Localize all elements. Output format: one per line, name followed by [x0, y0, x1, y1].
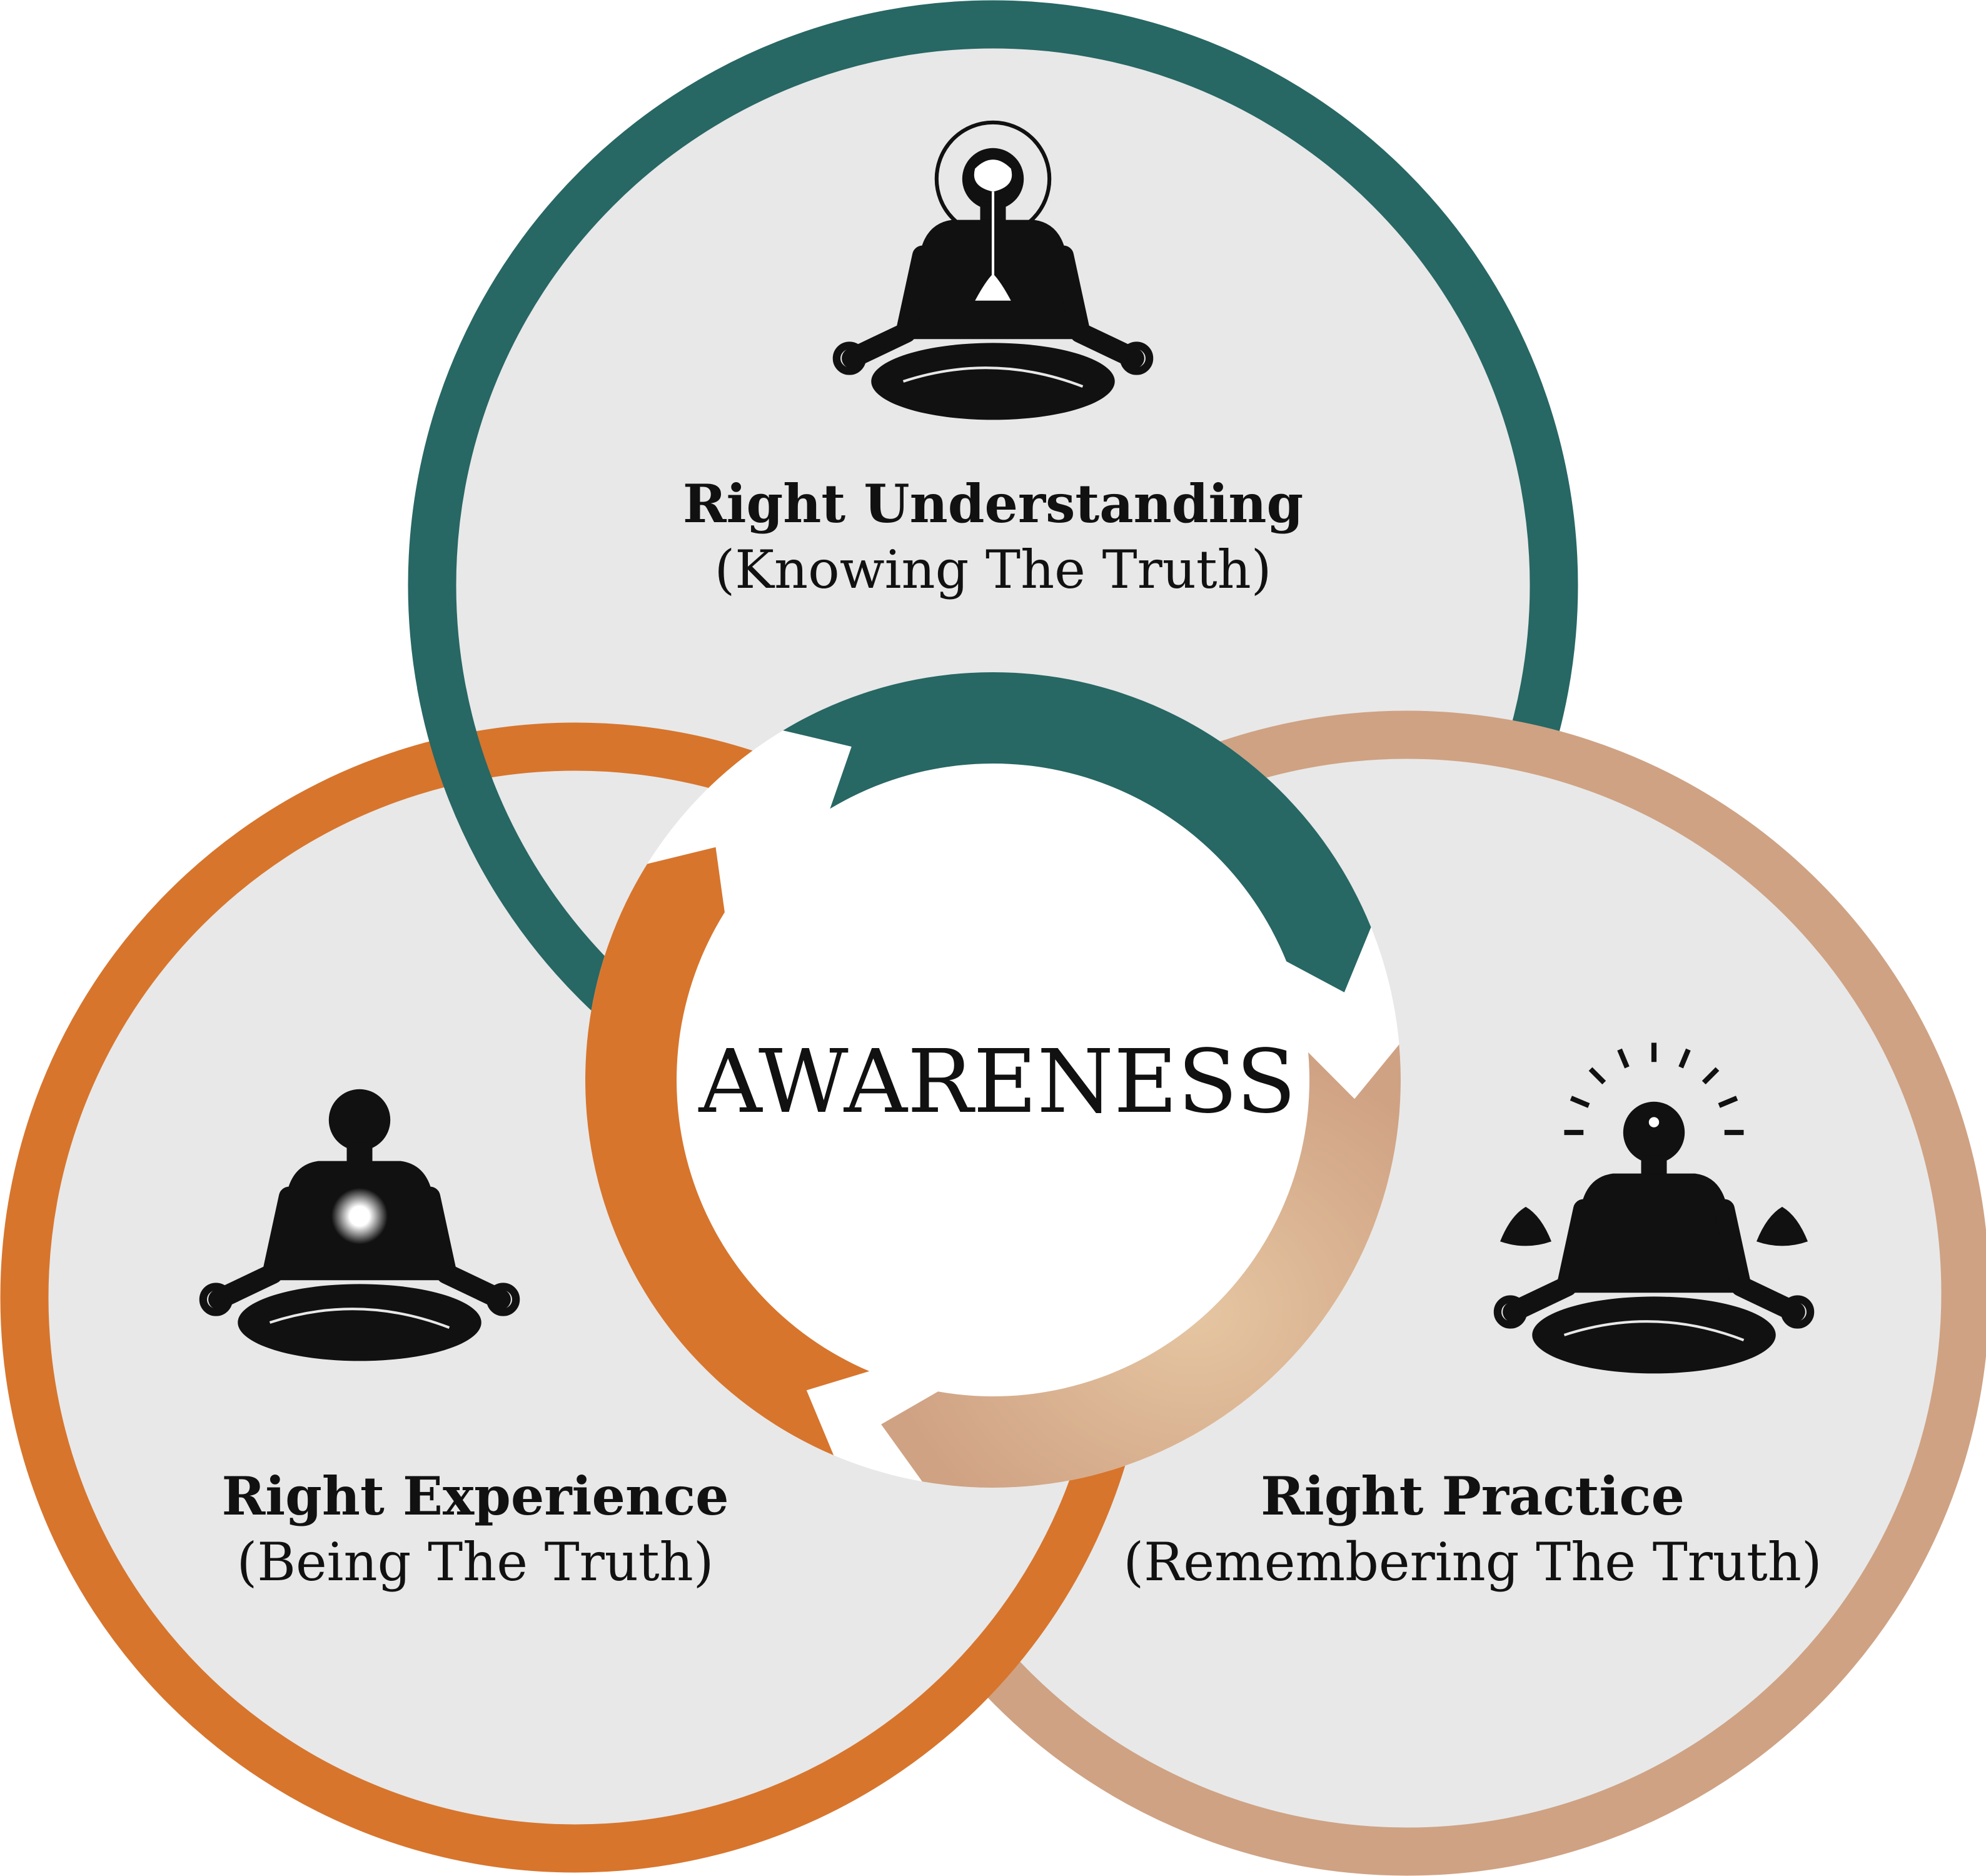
figure-torso — [1574, 1173, 1734, 1293]
figure-head — [1623, 1101, 1685, 1164]
figure-hand-right — [486, 1283, 520, 1316]
ray-icon — [1678, 1048, 1691, 1069]
figure-hand-left — [832, 341, 867, 375]
meditator-heart-light-icon — [199, 1089, 520, 1361]
cycle-arrow-orange — [585, 847, 870, 1456]
figure-legs — [238, 1284, 481, 1361]
meditator-brain-icon — [832, 120, 1154, 420]
experience-title: Right Experience — [221, 1465, 728, 1527]
understanding-title: Right Understanding — [683, 473, 1303, 535]
practice-title: Right Practice — [1261, 1465, 1685, 1527]
third-eye-icon — [1648, 1117, 1660, 1127]
figure-arms — [1503, 1199, 1805, 1323]
figure-hand-right — [1119, 341, 1154, 375]
lotus-icon — [1757, 1206, 1808, 1246]
practice-subtitle: (Remembering The Truth) — [1123, 1531, 1822, 1593]
cycle-arrow-teal — [783, 672, 1371, 992]
ray-icon — [1570, 1096, 1590, 1108]
figure-hand-right — [1780, 1295, 1815, 1329]
figure-hand-left — [199, 1283, 233, 1316]
figure-arms — [208, 1186, 511, 1310]
figure-legs — [871, 343, 1115, 420]
experience-subtitle: (Being The Truth) — [236, 1531, 713, 1593]
lotus-icon — [975, 273, 1011, 301]
figure-legs — [1532, 1296, 1776, 1374]
ray-icon — [1617, 1048, 1630, 1069]
understanding-subtitle: (Knowing The Truth) — [715, 539, 1272, 600]
cycle-arrow-tan — [881, 1044, 1401, 1488]
ray-icon — [1588, 1067, 1606, 1085]
heart-light-icon — [331, 1188, 388, 1244]
ray-icon — [1701, 1067, 1720, 1085]
center-disk — [585, 672, 1401, 1488]
figure-leg-line — [902, 366, 1084, 388]
figure-arms — [842, 245, 1144, 369]
brain-icon — [974, 159, 1012, 192]
ray-icon — [1718, 1096, 1738, 1108]
figure-head — [328, 1089, 391, 1151]
figure-leg-line — [1563, 1320, 1745, 1342]
center-label: AWARENESS — [698, 1031, 1296, 1133]
meditator-third-eye-icon — [1493, 1042, 1815, 1374]
figure-leg-line — [269, 1308, 450, 1329]
awareness-cycle: AWARENESS — [585, 672, 1401, 1488]
lotus-icon — [1500, 1206, 1551, 1246]
figure-hand-left — [1493, 1295, 1528, 1329]
